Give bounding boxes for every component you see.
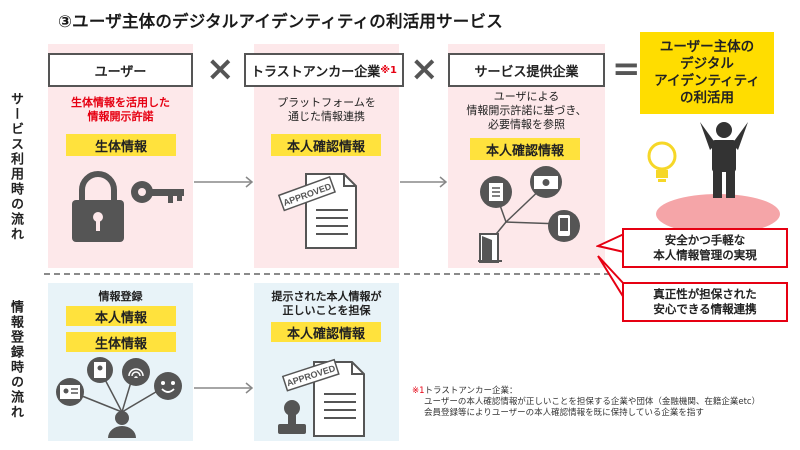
- callout-pointers: [596, 233, 625, 299]
- tag-biometric-registration: 生体情報: [66, 332, 176, 352]
- id-card-icon: [56, 378, 84, 406]
- result-line: の利活用: [680, 90, 734, 106]
- rubber-stamp-icon: [278, 400, 306, 434]
- note-line: 通じた情報連携: [288, 110, 365, 123]
- footnote-head: トラストアンカー企業：: [424, 386, 518, 396]
- stamp-document-illustration: APPROVED: [278, 358, 365, 437]
- money-circle-icon: [530, 166, 562, 198]
- footnote-mark: ※1: [412, 386, 425, 396]
- tag-biometric: 生体情報: [66, 134, 176, 156]
- section-label-service: サービス利用時の流れ: [8, 92, 23, 242]
- padlock-icon: [72, 171, 124, 242]
- section-divider: [44, 273, 610, 275]
- times-operator-1: ×: [206, 49, 235, 89]
- equals-operator: =: [612, 49, 641, 89]
- footnote-marker: ※1: [380, 64, 397, 76]
- lightbulb-icon: [647, 141, 677, 182]
- callout-authentic-linkage: 真正性が担保された 安心できる情報連携: [622, 282, 788, 322]
- callout-line: 安心できる情報連携: [653, 302, 757, 316]
- footnote-line: ユーザーの本人確認情報が正しいことを担保する企業や団体（金融機関、在籍企業etc…: [424, 397, 761, 407]
- actor-user: ユーザー: [48, 53, 193, 87]
- note-line: 必要情報を参照: [488, 118, 565, 131]
- provider-service-note: ユーザによる 情報開示許諾に基づき、 必要情報を参照: [448, 90, 605, 132]
- note-line: 提示された本人情報が: [271, 290, 382, 303]
- lock-key-illustration: [72, 171, 184, 242]
- face-icon: [154, 372, 182, 400]
- note-line: プラットフォームを: [277, 96, 376, 109]
- result-line: ユーザー主体の: [659, 39, 755, 55]
- actor-trust-anchor: トラストアンカー企業※1: [244, 53, 404, 87]
- fingerprint-icon: [122, 358, 150, 386]
- section-label-registration: 情報登録時の流れ: [8, 300, 23, 420]
- tag-personal-info: 本人情報: [66, 306, 176, 326]
- user-icon: [108, 411, 136, 438]
- note-line: 情報開示許諾に基づき、: [466, 104, 587, 117]
- actor-user-label: ユーザー: [94, 64, 147, 80]
- approved-document-illustration: APPROVED: [277, 173, 357, 249]
- page-title: ③ユーザ主体のデジタルアイデンティティの利活用サービス: [58, 12, 503, 31]
- tag-identity-info: 本人確認情報: [271, 134, 381, 156]
- tag-provider-identity-info: 本人確認情報: [470, 138, 580, 160]
- raised-arms-person-icon: [700, 122, 748, 198]
- actor-trust-anchor-label: トラストアンカー企業: [251, 64, 381, 80]
- note-line: ユーザによる: [493, 90, 560, 103]
- callout-line: 真正性が担保された: [653, 287, 757, 301]
- person-success-illustration: [647, 122, 780, 230]
- arrow-registration: [194, 382, 254, 394]
- key-icon: [131, 181, 184, 203]
- document-icon: [313, 361, 365, 437]
- footnote-line: 会員登録等によりユーザーの本人確認情報を既に保持している企業を指す: [424, 408, 704, 418]
- profile-doc-icon: [87, 357, 113, 383]
- callout-line: 安全かつ手軽な: [664, 233, 746, 247]
- tag-registration-identity-info: 本人確認情報: [271, 322, 381, 342]
- arrow-user-to-anchor: [194, 176, 254, 188]
- provider-network-illustration: [478, 166, 580, 263]
- pink-ground: [656, 194, 780, 230]
- door-icon: [478, 233, 502, 263]
- registration-anchor-note: 提示された本人情報が 正しいことを担保: [254, 290, 399, 318]
- actor-provider: サービス提供企業: [448, 53, 605, 87]
- note-line: 情報開示許諾: [87, 110, 154, 123]
- user-service-note: 生体情報を活用した 情報開示許諾: [48, 96, 193, 124]
- user-registration-illustration: [56, 357, 182, 438]
- result-box: ユーザー主体の デジタル アイデンティティ の利活用: [640, 32, 774, 114]
- actor-provider-label: サービス提供企業: [474, 64, 579, 80]
- footnote: ※1トラストアンカー企業： ユーザーの本人確認情報が正しいことを担保する企業や団…: [412, 386, 760, 419]
- note-line: 生体情報を活用した: [71, 96, 170, 109]
- callout-line: 本人情報管理の実現: [653, 248, 757, 262]
- times-operator-2: ×: [410, 49, 439, 89]
- registration-user-note: 情報登録: [98, 290, 143, 303]
- result-line: アイデンティティ: [654, 73, 760, 89]
- arrow-anchor-to-provider: [400, 176, 448, 188]
- document-circle-icon: [480, 176, 512, 208]
- note-line: 正しいことを担保: [282, 304, 371, 317]
- smartphone-circle-icon: [548, 210, 580, 242]
- result-line: デジタル: [680, 56, 734, 72]
- anchor-service-note: プラットフォームを 通じた情報連携: [254, 96, 399, 124]
- callout-safe-management: 安全かつ手軽な 本人情報管理の実現: [622, 228, 788, 268]
